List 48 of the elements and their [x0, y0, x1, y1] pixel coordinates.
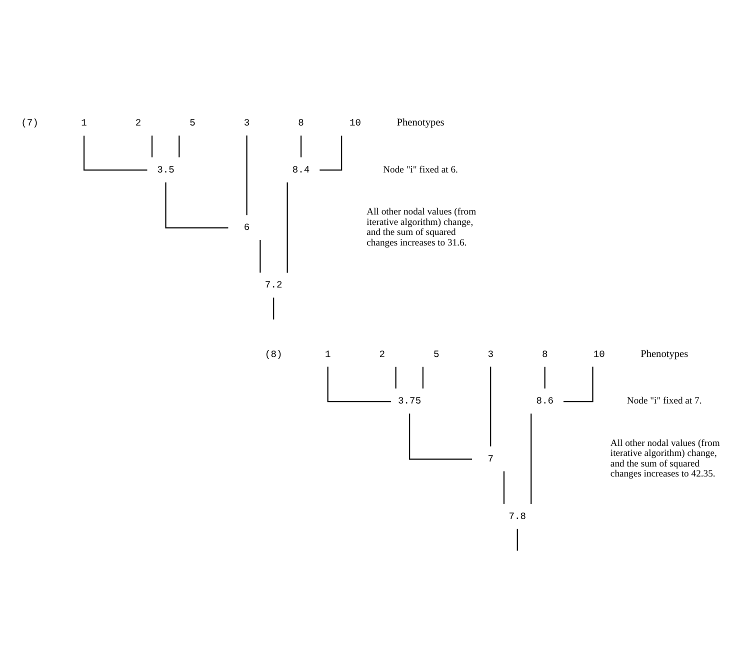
connector [273, 297, 274, 319]
node-text: 2 [135, 117, 142, 128]
connector [395, 366, 396, 388]
node-text: 8.4 [292, 164, 310, 175]
connector [530, 413, 532, 504]
connector [503, 470, 505, 504]
node-text: 3 [244, 117, 250, 128]
connector [544, 366, 546, 388]
connector [286, 182, 288, 272]
label: (7) [21, 117, 38, 128]
node-text: 8 [542, 348, 548, 360]
label: Phenotypes [396, 117, 444, 128]
label: (8) [264, 348, 282, 360]
connector [84, 135, 148, 170]
node-text: 6 [244, 222, 250, 233]
node-text: 3.5 [157, 164, 174, 175]
node-text: 7 [488, 452, 494, 464]
node-text: 1 [81, 117, 87, 128]
connector [246, 135, 248, 215]
connector [564, 366, 594, 402]
node-text: 8.6 [536, 395, 554, 406]
connector [409, 413, 472, 460]
node-text: 2 [379, 348, 385, 360]
connector [178, 135, 180, 157]
connector [490, 366, 492, 446]
node-text: 7.2 [264, 279, 282, 290]
connector [165, 182, 228, 228]
connector [151, 135, 153, 157]
label: All other nodal values (from iterative algorithm) change, and the sum of squared changes increases to 31.6. [366, 206, 476, 248]
label: Node "i" fixed at 6. [383, 164, 458, 175]
node-text: 7.8 [508, 510, 526, 522]
node-text: 10 [593, 348, 605, 360]
label: All other nodal values (from iterative algorithm) change, and the sum of squared changes increases to 42.35. [610, 437, 720, 480]
connector [422, 366, 424, 388]
node-text: 3 [488, 348, 494, 360]
node-text: 3.75 [398, 395, 422, 406]
connector [320, 135, 342, 170]
connector [327, 366, 392, 402]
connector [260, 240, 261, 272]
node-text: 1 [324, 348, 331, 360]
node-text: 8 [298, 117, 304, 128]
connector [300, 135, 302, 157]
node-text: 5 [433, 348, 440, 360]
label: Phenotypes [640, 348, 688, 360]
node-text: 5 [190, 117, 196, 128]
connector [516, 528, 518, 550]
node-text: 10 [350, 117, 362, 128]
label: Node "i" fixed at 7. [626, 395, 702, 406]
